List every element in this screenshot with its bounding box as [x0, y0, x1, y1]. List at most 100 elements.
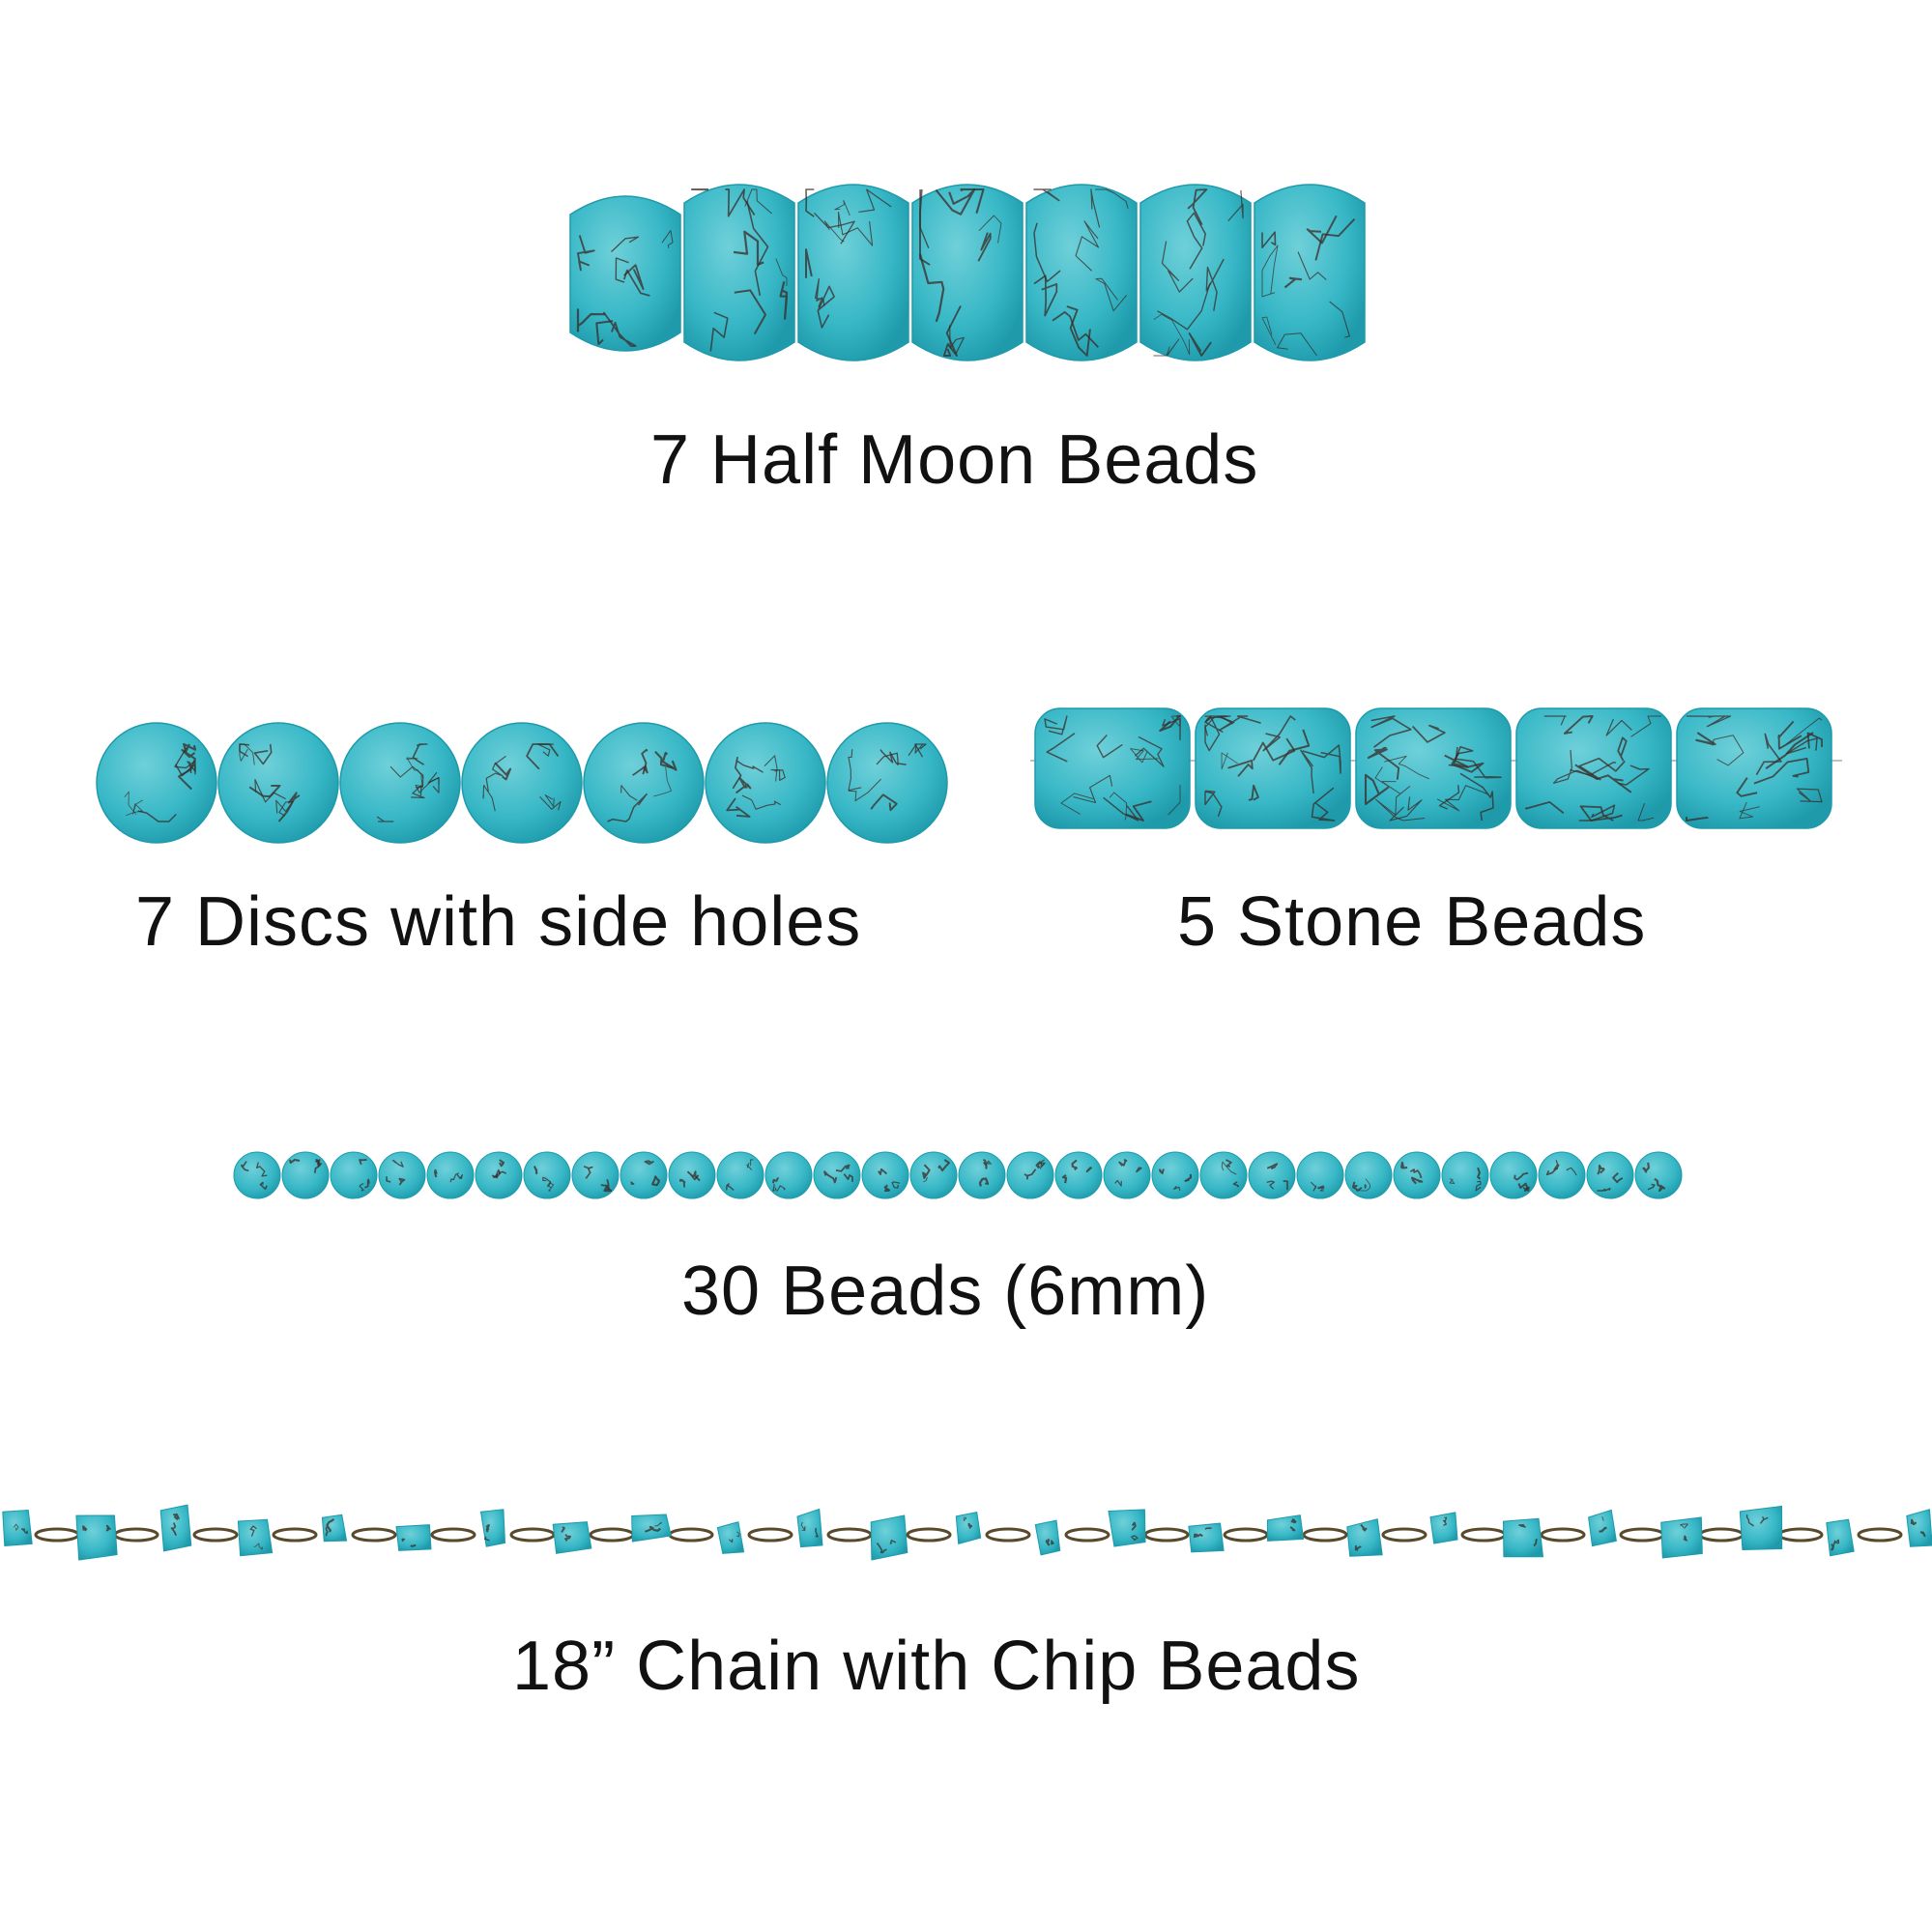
round-bead — [523, 1151, 571, 1199]
chain-link — [668, 1527, 714, 1543]
chain-label: 18” Chain with Chip Beads — [512, 1628, 1361, 1705]
chip-bead — [796, 1508, 823, 1548]
chip-bead — [716, 1521, 745, 1554]
round-bead — [1054, 1151, 1103, 1199]
round-bead — [330, 1151, 378, 1199]
chain-link — [1698, 1527, 1745, 1543]
half-moon-beads-label: 7 Half Moon Beads — [650, 421, 1259, 499]
round-bead — [1538, 1151, 1586, 1199]
chip-bead — [1739, 1505, 1783, 1551]
chain-link — [1223, 1527, 1269, 1543]
half-moon-bead — [569, 195, 681, 352]
disc-bead — [217, 722, 339, 844]
stone-beads-label: 5 Stone Beads — [1177, 883, 1647, 961]
round-bead — [716, 1151, 764, 1199]
half-moon-bead — [1139, 184, 1252, 361]
chain-link — [1143, 1527, 1190, 1543]
stone-bead — [1355, 707, 1512, 829]
chip-bead — [395, 1524, 432, 1551]
round-bead — [1586, 1151, 1634, 1199]
round-bead — [1393, 1151, 1441, 1199]
chain-link — [1460, 1527, 1507, 1543]
round-bead — [1634, 1151, 1683, 1199]
disc-bead — [96, 722, 217, 844]
disc-bead — [826, 722, 948, 844]
round-bead — [1441, 1151, 1489, 1199]
chip-bead-chain-photo — [0, 1488, 1932, 1575]
half-moon-bead — [1025, 184, 1138, 361]
chain-link — [509, 1527, 556, 1543]
chain-link — [589, 1527, 635, 1543]
chain-link — [351, 1527, 397, 1543]
chip-bead — [321, 1514, 348, 1543]
round-bead — [668, 1151, 716, 1199]
chain-link — [906, 1527, 952, 1543]
chain-link — [1302, 1527, 1348, 1543]
disc-bead — [461, 722, 583, 844]
chip-bead — [955, 1512, 982, 1545]
chip-bead — [1346, 1518, 1383, 1557]
chain-link — [1381, 1527, 1427, 1543]
chip-bead — [1826, 1518, 1855, 1557]
round-bead — [1344, 1151, 1393, 1199]
chip-bead — [1266, 1514, 1305, 1542]
chip-bead — [631, 1514, 672, 1543]
disc-bead — [705, 722, 826, 844]
chip-bead — [1034, 1519, 1061, 1556]
round-bead — [958, 1151, 1006, 1199]
chip-bead — [1429, 1512, 1458, 1544]
round-bead — [571, 1151, 620, 1199]
stone-beads-photo — [1030, 701, 1861, 836]
half-moon-beads-photo — [565, 172, 1377, 375]
round-bead — [620, 1151, 668, 1199]
round-bead — [813, 1151, 861, 1199]
half-moon-bead — [797, 184, 909, 361]
chip-bead — [552, 1521, 592, 1554]
chip-bead — [1660, 1516, 1703, 1559]
stone-bead — [1034, 707, 1191, 829]
chain-link — [430, 1527, 476, 1543]
chain-link — [192, 1527, 239, 1543]
round-bead — [861, 1151, 909, 1199]
round-bead — [1103, 1151, 1151, 1199]
round-bead — [475, 1151, 523, 1199]
round-bead — [426, 1151, 475, 1199]
round-bead — [378, 1151, 426, 1199]
chain-link — [1540, 1527, 1586, 1543]
half-moon-bead — [911, 184, 1024, 361]
round-bead — [909, 1151, 958, 1199]
chip-bead — [1502, 1517, 1544, 1558]
chip-bead — [75, 1514, 118, 1561]
round-bead — [1296, 1151, 1344, 1199]
round-beads-photo — [232, 1146, 1701, 1204]
chain-link — [34, 1527, 80, 1543]
round-bead — [764, 1151, 813, 1199]
disc-beads-label: 7 Discs with side holes — [135, 883, 862, 961]
stone-bead — [1195, 707, 1351, 829]
chip-bead — [1906, 1509, 1932, 1547]
round-bead — [281, 1151, 330, 1199]
chip-bead — [1108, 1509, 1146, 1547]
round-beads-label: 30 Beads (6mm) — [681, 1253, 1210, 1330]
half-moon-bead — [1254, 184, 1366, 361]
chip-bead — [159, 1504, 192, 1552]
chip-bead — [2, 1509, 33, 1547]
chip-bead — [1188, 1522, 1225, 1553]
stone-bead — [1676, 707, 1832, 829]
chain-link — [1064, 1527, 1110, 1543]
chain-link — [826, 1527, 873, 1543]
disc-bead — [583, 722, 705, 844]
chain-link — [1619, 1527, 1665, 1543]
chip-bead — [479, 1509, 506, 1547]
round-bead — [1006, 1151, 1054, 1199]
round-bead — [233, 1151, 281, 1199]
chain-link — [1857, 1527, 1903, 1543]
chain-link — [272, 1527, 318, 1543]
round-bead — [1199, 1151, 1248, 1199]
round-bead — [1151, 1151, 1199, 1199]
chain-link — [113, 1527, 159, 1543]
round-bead — [1248, 1151, 1296, 1199]
disc-beads-photo — [95, 715, 965, 851]
chain-link — [747, 1527, 793, 1543]
stone-bead — [1515, 707, 1672, 829]
